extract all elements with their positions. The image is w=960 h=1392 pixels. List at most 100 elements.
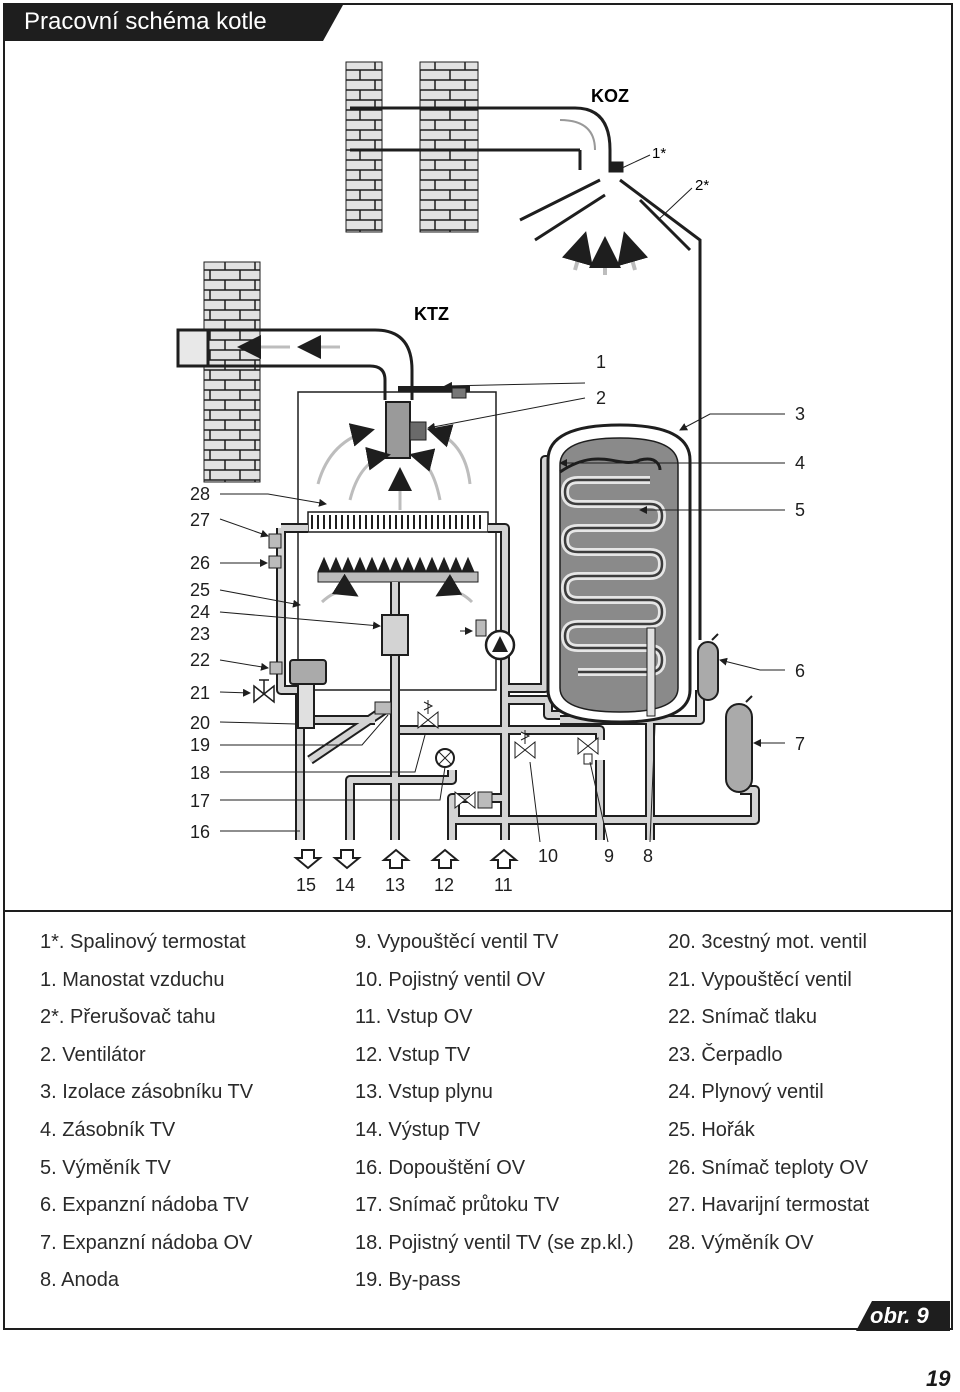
safety-valve-ov	[417, 700, 439, 730]
legend-item: 9. Vypouštěcí ventil TV	[355, 931, 559, 953]
filling-valve	[435, 748, 455, 768]
page-number: 19	[926, 1366, 951, 1391]
callout-8: 8	[643, 846, 653, 866]
callout-2: 2	[596, 388, 606, 408]
figure-tag: obr. 9	[870, 1303, 929, 1328]
legend-item: 20. 3cestný mot. ventil	[668, 931, 867, 953]
dhw-tank	[546, 423, 692, 724]
legend-item: 1*. Spalinový termostat	[40, 931, 246, 953]
callout-13: 13	[385, 875, 405, 895]
burner	[317, 556, 479, 583]
legend-divider	[3, 910, 953, 912]
callout-20: 20	[190, 713, 210, 733]
callout-9: 9	[604, 846, 614, 866]
legend-item: 27. Havarijní termostat	[668, 1194, 870, 1217]
callout-3: 3	[795, 404, 805, 424]
callout-1star: 1*	[652, 145, 666, 162]
safety-valve-tv	[514, 730, 536, 760]
legend-item: 21. Vypouštěcí ventil	[668, 968, 852, 991]
legend-item: 12. Vstup TV	[355, 1043, 471, 1066]
legend-item: 28. Výměník OV	[668, 1231, 814, 1254]
callout-27: 27	[190, 510, 210, 530]
flow-sensor	[374, 701, 392, 715]
gas-valve	[381, 614, 409, 656]
safety-thermostat	[268, 533, 282, 549]
page-frame	[3, 3, 953, 1330]
three-way-valve	[289, 659, 327, 729]
callout-23: 23	[190, 624, 210, 644]
callout-22: 22	[190, 650, 210, 670]
wall-ktz	[203, 261, 261, 483]
legend-col-2: 9. Vypouštěcí ventil TV 10. Pojistný vent…	[355, 924, 634, 1300]
boiler-schematic: KOZ 1* 2* KTZ	[176, 61, 805, 895]
title-tab-shape	[5, 5, 343, 41]
callout-2star: 2*	[695, 177, 709, 194]
leader-lines	[219, 381, 785, 843]
callout-17: 17	[190, 791, 210, 811]
dhw-inlet-valve	[454, 790, 493, 810]
callout-16: 16	[190, 822, 210, 842]
heat-exchanger-ov	[307, 511, 489, 533]
callout-11: 11	[494, 875, 513, 895]
legend-col-3: 20. 3cestný mot. ventil 21. Vypouštěcí ve…	[668, 924, 869, 1262]
legend-item: 19. By-pass	[355, 1269, 461, 1292]
legend-item: 2*. Přerušovač tahu	[40, 1006, 216, 1029]
legend-item: 6. Expanzní nádoba TV	[40, 1194, 249, 1217]
pipes	[276, 455, 760, 840]
callout-7: 7	[795, 734, 805, 754]
legend-item: 13. Vstup plynu	[355, 1081, 493, 1104]
label-koz: KOZ	[591, 86, 629, 106]
callout-28: 28	[190, 484, 210, 504]
legend-item: 10. Pojistný ventil OV	[355, 968, 546, 991]
callout-14: 14	[335, 875, 355, 895]
legend-item: 18. Pojistný ventil TV (se zp.kl.)	[355, 1231, 634, 1254]
callout-1: 1	[596, 352, 606, 372]
callout-6: 6	[795, 661, 805, 681]
drain-valve-tv	[577, 736, 599, 765]
legend-item: 3. Izolace zásobníku TV	[40, 1081, 254, 1104]
burner-air-arrows	[320, 573, 474, 604]
expansion-vessel-tv	[697, 633, 719, 701]
callout-15: 15	[296, 875, 316, 895]
temp-sensor	[268, 555, 282, 569]
callout-18: 18	[190, 763, 210, 783]
drain-valve	[253, 679, 275, 704]
combustion-arrows	[316, 423, 472, 510]
wall-koz	[345, 61, 479, 233]
callout-12: 12	[434, 875, 454, 895]
flue-ktz	[176, 328, 414, 400]
legend-item: 8. Anoda	[40, 1269, 119, 1292]
callout-4: 4	[795, 453, 805, 473]
callout-21: 21	[190, 683, 210, 703]
flue-arrows-koz	[561, 231, 649, 275]
callout-26: 26	[190, 553, 210, 573]
legend-item: 24. Plynový ventil	[668, 1081, 824, 1104]
legend-item: 22. Snímač tlaku	[668, 1006, 817, 1029]
callout-19: 19	[190, 735, 210, 755]
label-ktz: KTZ	[414, 304, 449, 324]
figure-tag-shape	[856, 1301, 950, 1331]
legend-item: 7. Expanzní nádoba OV	[40, 1231, 253, 1254]
expansion-vessel-ov	[725, 695, 753, 793]
legend-item: 26. Snímač teploty OV	[668, 1156, 869, 1179]
legend-item: 25. Hořák	[668, 1118, 755, 1141]
page-title: Pracovní schéma kotle	[24, 8, 267, 35]
callout-5: 5	[795, 500, 805, 520]
legend-item: 2. Ventilátor	[40, 1043, 146, 1066]
legend-item: 23. Čerpadlo	[668, 1043, 783, 1066]
legend-item: 16. Dopouštění OV	[355, 1156, 526, 1179]
flue-koz	[350, 106, 702, 640]
pressure-sensor	[269, 661, 283, 675]
legend-item: 5. Výměník TV	[40, 1156, 171, 1179]
legend-col-1: 1*. Spalinový termostat 1. Manostat vzduc…	[40, 924, 253, 1300]
legend-item: 11. Vstup OV	[355, 1006, 473, 1029]
legend-item: 1. Manostat vzduchu	[40, 968, 225, 991]
pump	[475, 619, 516, 661]
callout-25: 25	[190, 580, 210, 600]
legend-item: 14. Výstup TV	[355, 1118, 481, 1141]
callout-10: 10	[538, 846, 558, 866]
connection-arrows	[293, 848, 519, 870]
callout-24: 24	[190, 602, 210, 622]
legend-item: 4. Zásobník TV	[40, 1118, 176, 1141]
legend-item: 17. Snímač průtoku TV	[355, 1194, 560, 1217]
